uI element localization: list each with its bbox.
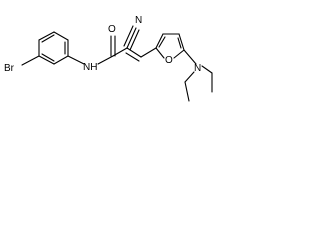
atom-label-furan-oxygen: O [165,55,173,66]
atom-label-carbonyl-oxygen: O [108,24,116,35]
atom-label-bromine: Br [4,63,15,74]
molecule-structure-diagram: Br NH O N O N [4,15,213,102]
ring-double-bond [41,34,55,43]
ring-bond [53,31,69,41]
ethyl-bond [184,81,190,102]
ring-bond [155,33,164,49]
ring-double-bond [177,37,182,49]
c-n-bond [183,49,197,65]
ring-bond [178,33,185,51]
nitrile-triple-bond [126,27,137,49]
vinyl-double-bond [125,52,140,62]
c-c-bond [140,47,157,58]
vinyl-double-bond [126,47,142,58]
ethyl-bond [201,65,213,74]
nitrile-triple-bond [123,25,134,47]
ring-bond [38,55,55,65]
ring-bond [38,31,55,41]
nitrile-triple-bond [129,29,140,51]
ring-double-bond [41,53,55,62]
ring-bond [155,47,165,59]
c-br-bond [21,55,40,66]
ring-double-bond [158,36,166,48]
atom-label-amide-nitrogen: NH [83,62,97,73]
ring-bond [53,55,69,65]
ethyl-bond [184,71,195,83]
ring-bond [173,49,185,59]
atom-label-nitrile-nitrogen: N [135,15,142,26]
c-n-bond [67,55,85,65]
bromophenyl-ring [38,31,69,65]
furan-ring [155,33,185,59]
n-c-amide-bond [97,55,114,65]
c-c-bond [112,47,128,57]
atom-label-amine-nitrogen: N [194,63,201,74]
